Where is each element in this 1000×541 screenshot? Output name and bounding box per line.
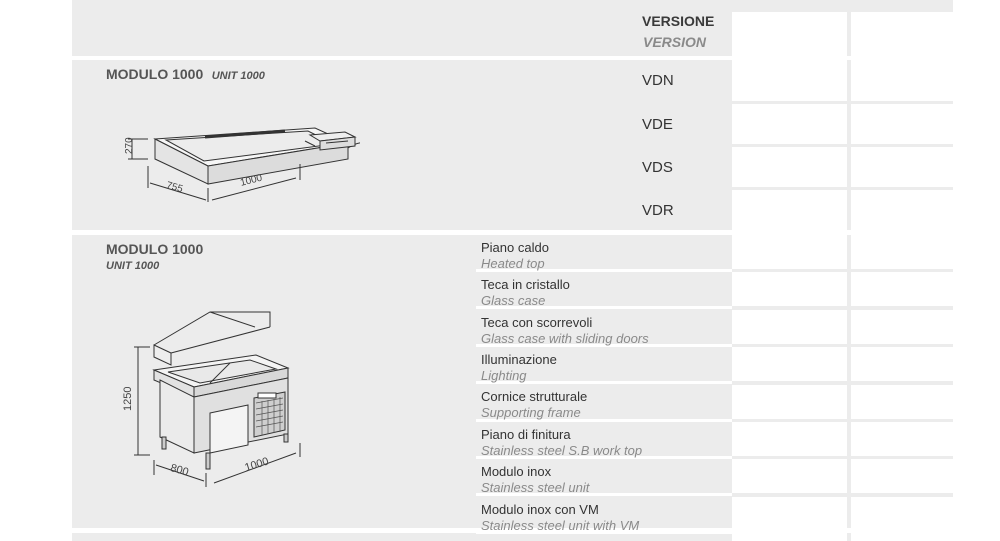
feature-value-cell — [732, 310, 847, 344]
feature-value-cell — [732, 347, 847, 381]
feature-label-en: Glass case with sliding doors — [481, 331, 649, 346]
feature-value-cell — [851, 422, 953, 456]
version-cell — [851, 190, 953, 230]
feature-label-it: Teca con scorrevoli — [481, 315, 593, 330]
feature-value-cell — [851, 385, 953, 419]
section2-title-it: MODULO 1000 — [106, 241, 204, 257]
version-cell — [851, 60, 953, 101]
version-code: VDE — [642, 116, 673, 133]
depth-dim: 755 — [165, 180, 184, 195]
unit-full-drawing: 1250 800 1000 — [122, 311, 301, 487]
feature-value-cell — [851, 310, 953, 344]
section-divider — [72, 528, 953, 533]
width-dim: 1000 — [243, 456, 270, 475]
section1-title: MODULO 1000 UNIT 1000 — [106, 66, 265, 84]
version-cell — [732, 147, 847, 187]
value-cell — [732, 533, 847, 541]
width-dim: 1000 — [239, 173, 264, 189]
feature-row-divider — [476, 419, 732, 422]
section2-title-en: UNIT 1000 — [106, 260, 160, 272]
value-cell — [851, 533, 953, 541]
version-cell — [732, 190, 847, 230]
feature-label-it: Piano caldo — [481, 240, 549, 255]
header-cell — [851, 12, 953, 56]
version-cell — [851, 104, 953, 144]
depth-dim: 800 — [169, 462, 190, 479]
feature-value-cell — [732, 272, 847, 306]
feature-row-divider — [476, 493, 732, 496]
unit-top-drawing: 270 755 1000 — [124, 127, 360, 202]
feature-label-it: Illuminazione — [481, 352, 557, 367]
feature-value-cell — [851, 272, 953, 306]
row-divider — [72, 56, 953, 60]
feature-value-cell — [851, 459, 953, 493]
feature-label-en: Stainless steel S.B work top — [481, 443, 643, 458]
feature-label-en: Lighting — [481, 368, 527, 383]
feature-label-it: Piano di finitura — [481, 427, 571, 442]
feature-value-cell — [851, 497, 953, 531]
version-cell — [732, 104, 847, 144]
height-dim: 270 — [124, 137, 135, 154]
feature-label-it: Cornice strutturale — [481, 389, 588, 404]
feature-label-it: Modulo inox — [481, 464, 552, 479]
feature-label-en: Supporting frame — [481, 405, 581, 420]
feature-label-it: Modulo inox con VM — [481, 502, 599, 517]
version-header-it: VERSIONE — [642, 13, 715, 29]
header-cell — [732, 12, 847, 56]
height-dim: 1250 — [122, 387, 134, 411]
feature-row-divider — [476, 306, 732, 309]
feature-label-en: Glass case — [481, 293, 546, 308]
feature-row-divider — [476, 531, 732, 534]
feature-row-divider — [476, 269, 732, 272]
version-code: VDN — [642, 72, 674, 89]
version-code: VDS — [642, 159, 673, 176]
feature-value-cell — [851, 347, 953, 381]
feature-label-en: Stainless steel unit with VM — [481, 518, 640, 533]
feature-row-divider — [476, 381, 732, 384]
version-cell — [732, 60, 847, 101]
section-divider — [72, 230, 953, 235]
feature-row-divider — [476, 456, 732, 459]
feature-value-cell — [851, 235, 953, 269]
version-cell — [851, 147, 953, 187]
feature-value-cell — [732, 497, 847, 531]
feature-label-en: Heated top — [481, 256, 545, 271]
feature-value-cell — [732, 459, 847, 493]
version-header-en: VERSION — [643, 34, 707, 50]
feature-label-it: Teca in cristallo — [481, 277, 570, 292]
feature-value-cell — [732, 235, 847, 269]
feature-label-en: Stainless steel unit — [481, 480, 590, 495]
feature-row-divider — [476, 344, 732, 347]
version-code: VDR — [642, 202, 674, 219]
section1-title-en: UNIT 1000 — [211, 70, 265, 82]
feature-value-cell — [732, 422, 847, 456]
section1-title-it: MODULO 1000 — [106, 66, 204, 82]
feature-value-cell — [732, 385, 847, 419]
